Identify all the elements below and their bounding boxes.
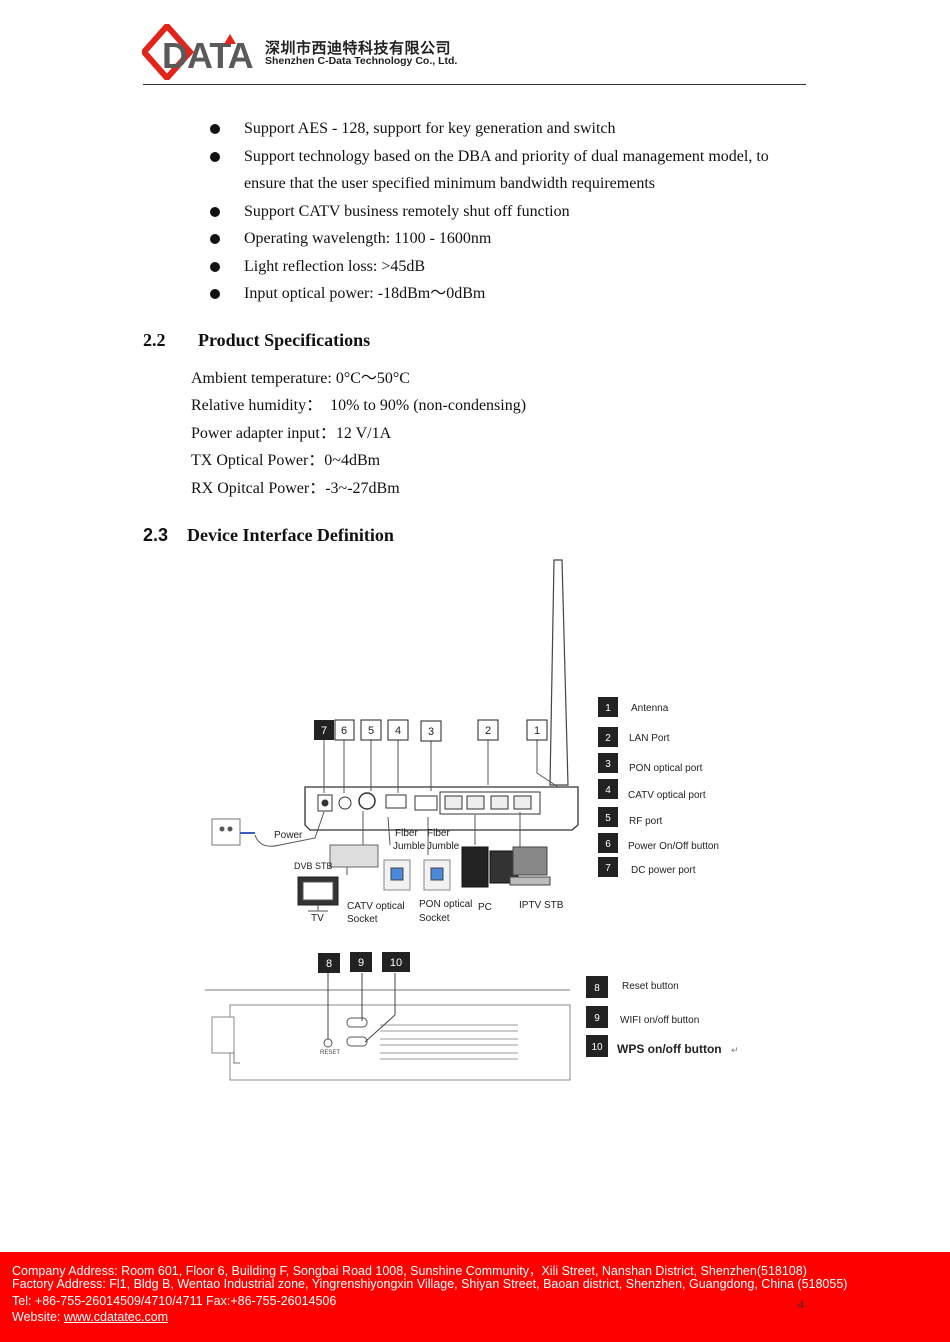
spec-item: Power adapter input：12 V/1A bbox=[191, 424, 392, 442]
header-divider bbox=[143, 84, 806, 85]
legend-label-antenna: Antenna bbox=[631, 703, 669, 714]
page-footer: Company Address: Room 601, Floor 6, Buil… bbox=[0, 1252, 950, 1342]
website-label: Website: bbox=[12, 1310, 64, 1324]
company-name-cn: 深圳市西迪特科技有限公司 bbox=[265, 39, 452, 57]
list-item: Light reflection loss: >45dB bbox=[210, 253, 810, 281]
company-address: Company Address: Room 601, Floor 6, Buil… bbox=[12, 1264, 807, 1278]
legend-label-wifi: WIFI on/off button bbox=[620, 1015, 699, 1026]
legend-label-reset: Reset button bbox=[622, 981, 679, 992]
callout-5: 5 bbox=[368, 725, 374, 737]
svg-text:3: 3 bbox=[605, 759, 611, 770]
legend-label-power-button: Power On/Off button bbox=[628, 841, 719, 852]
callout-3: 3 bbox=[428, 726, 434, 738]
antenna-drawing bbox=[549, 559, 570, 810]
svg-text:TV: TV bbox=[311, 913, 324, 924]
svg-text:10: 10 bbox=[591, 1042, 603, 1053]
section-title: Device Interface Definition bbox=[187, 525, 394, 545]
svg-text:IPTV STB: IPTV STB bbox=[519, 900, 564, 911]
legend-bottom: 8 Reset button 9 WIFI on/off button 10 W… bbox=[586, 976, 739, 1057]
page-number: 4 bbox=[798, 1297, 804, 1311]
list-item: Support AES - 128, support for key gener… bbox=[210, 115, 810, 143]
callout-10: 10 bbox=[390, 957, 402, 969]
legend-label-catv: CATV optical port bbox=[628, 790, 706, 801]
bullet-icon bbox=[210, 206, 220, 217]
legend-label-lan: LAN Port bbox=[629, 733, 670, 744]
legend-top: 1 Antenna 2 LAN Port 3 PON optical port … bbox=[598, 697, 719, 877]
bullet-icon bbox=[210, 289, 220, 299]
reset-label: RESET bbox=[320, 1050, 340, 1056]
svg-text:DVB STB: DVB STB bbox=[294, 861, 333, 871]
svg-text:CATV optical: CATV optical bbox=[347, 901, 405, 912]
bullet-icon bbox=[210, 234, 220, 244]
interface-diagram: 7 6 5 4 3 2 1 1 Antenna 2 LAN Port 3 PON… bbox=[205, 559, 739, 1081]
callout-7: 7 bbox=[321, 725, 327, 737]
spec-item: Ambient temperature: 0°C～50°C bbox=[191, 370, 410, 387]
svg-text:PON optical: PON optical bbox=[419, 899, 472, 910]
logo-text: DATA bbox=[162, 35, 254, 76]
svg-text:Power: Power bbox=[274, 830, 303, 841]
svg-text:Fiber: Fiber bbox=[427, 828, 450, 839]
router-side-view bbox=[205, 973, 571, 1081]
callout-4: 4 bbox=[395, 725, 401, 737]
website-line: Website: www.cdatatec.com bbox=[12, 1310, 168, 1324]
svg-text:9: 9 bbox=[594, 1013, 600, 1024]
spec-list: Ambient temperature: 0°C～50°C Relative h… bbox=[191, 365, 526, 502]
spec-item: RX Opitcal Power：-3~-27dBm bbox=[191, 479, 400, 497]
list-item: Input optical power: -18dBm～0dBm bbox=[210, 280, 810, 308]
website-link[interactable]: www.cdatatec.com bbox=[63, 1310, 169, 1324]
factory-address: Factory Address: Fl1, Bldg B, Wentao Ind… bbox=[12, 1277, 848, 1291]
svg-text:5: 5 bbox=[605, 813, 611, 824]
section-number: 2.2 bbox=[143, 330, 166, 350]
callout-2: 2 bbox=[485, 725, 491, 737]
callout-1: 1 bbox=[534, 725, 540, 737]
device-labels: Power Fiber Jumble Fiber Jumble DVB STB … bbox=[274, 828, 564, 925]
spec-item: TX Optical Power：0~4dBm bbox=[191, 452, 381, 470]
company-logo: DATA bbox=[142, 24, 255, 80]
svg-text:Fiber: Fiber bbox=[395, 828, 418, 839]
svg-text:2: 2 bbox=[605, 733, 611, 744]
svg-text:4: 4 bbox=[605, 785, 611, 796]
legend-label-rf: RF port bbox=[629, 816, 663, 827]
svg-text:6: 6 bbox=[605, 839, 611, 850]
svg-text:1: 1 bbox=[605, 703, 611, 714]
callout-9: 9 bbox=[358, 957, 364, 969]
svg-text:8: 8 bbox=[594, 983, 600, 994]
list-item: Support technology based on the DBA and … bbox=[210, 143, 810, 198]
svg-text:Socket: Socket bbox=[419, 913, 450, 924]
connection-illustration bbox=[211, 811, 551, 912]
router-back-panel bbox=[304, 786, 579, 831]
feature-list: Support AES - 128, support for key gener… bbox=[210, 115, 810, 308]
contact-phone: Tel: +86-755-26014509/4710/4711 Fax:+86-… bbox=[12, 1294, 337, 1308]
callout-6: 6 bbox=[341, 725, 347, 737]
callouts-top: 7 6 5 4 3 2 1 bbox=[314, 719, 548, 742]
legend-label-wps: WPS on/off button bbox=[617, 1042, 722, 1056]
callout-8: 8 bbox=[326, 958, 332, 970]
svg-text:Jumble: Jumble bbox=[393, 841, 426, 852]
legend-label-pon: PON optical port bbox=[629, 763, 703, 774]
section-number: 2.3 bbox=[143, 525, 169, 545]
svg-text:Socket: Socket bbox=[347, 914, 378, 925]
svg-text:7: 7 bbox=[605, 863, 611, 874]
callouts-bottom: 8 9 10 bbox=[318, 952, 410, 973]
legend-label-dc: DC power port bbox=[631, 865, 696, 876]
company-name-en: Shenzhen C-Data Technology Co., Ltd. bbox=[265, 55, 458, 67]
svg-text:Jumble: Jumble bbox=[427, 841, 460, 852]
bullet-icon bbox=[210, 151, 220, 162]
section-title: Product Specifications bbox=[198, 330, 371, 350]
edit-mark: ↵ bbox=[731, 1045, 739, 1055]
bullet-icon bbox=[210, 261, 220, 272]
svg-text:PC: PC bbox=[478, 902, 492, 913]
list-item: Support CATV business remotely shut off … bbox=[210, 198, 810, 226]
bullet-icon bbox=[210, 124, 220, 134]
list-item: Operating wavelength: 1100 - 1600nm bbox=[210, 225, 810, 253]
svg-text:DATA: DATA bbox=[162, 35, 254, 76]
spec-item: Relative humidity： 10% to 90% (non-conde… bbox=[191, 397, 527, 415]
